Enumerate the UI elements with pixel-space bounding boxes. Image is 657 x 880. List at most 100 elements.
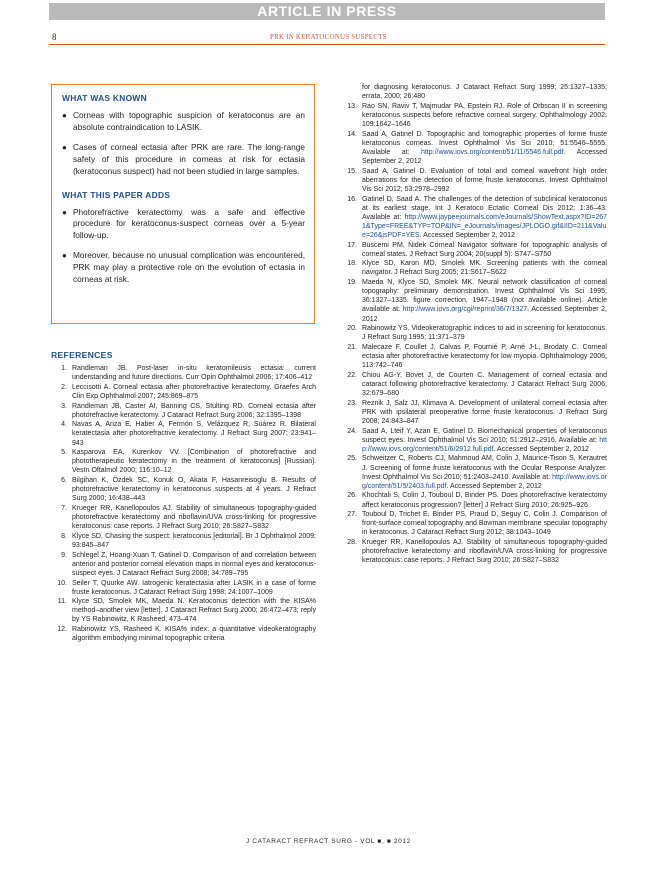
reference-number: 6. <box>61 477 67 485</box>
reference-access-note: . Accessed September 2, 2012 <box>362 148 607 165</box>
reference-item: 25.Schweitzer C, Roberts CJ, Mahmoud AM,… <box>341 454 607 490</box>
reference-item: 14. Saad A, Gatinel D. Topographic and to… <box>341 130 607 166</box>
reference-item: 3. Randleman JB, Caster AI, Banning CS, S… <box>51 402 316 420</box>
reference-number: 5. <box>61 449 67 457</box>
reference-access-note: . Accessed September 2, 2012 <box>362 306 607 323</box>
bullet-icon: ● <box>62 207 67 217</box>
reference-access-note: . Accessed September 2, 2012 <box>419 231 515 239</box>
reference-item: 10. Seiler T, Quurke AW. Iatrogenic kerat… <box>51 579 316 597</box>
journal-footer: J CATARACT REFRACT SURG - VOL ■, ■ 2012 <box>246 838 411 845</box>
reference-number: 22. <box>347 371 357 379</box>
reference-text: Randleman JB, Caster AI, Banning CS, Stu… <box>72 402 316 419</box>
reference-item: 1. Randleman JB. Post-laser in-situ kerat… <box>51 364 316 382</box>
reference-text: Schlegel Z, Hoang-Xuan T, Gatinel D. Com… <box>72 551 316 577</box>
list-item: ●Cases of corneal ectasia after PRK are … <box>62 141 305 176</box>
what-this-paper-adds-list: ●Photorefractive keratectomy was a safe … <box>62 207 305 286</box>
reference-text: Maeda N, Klyce SD, Smolek MK. Neural net… <box>362 279 607 314</box>
what-this-paper-adds-heading: WHAT THIS PAPER ADDS <box>62 189 171 200</box>
reference-text: Navas A, Ariza E, Haber A, Fermón S, Vel… <box>72 421 316 447</box>
what-was-known-heading: WHAT WAS KNOWN <box>62 93 147 103</box>
page-number: 8 <box>52 32 57 42</box>
reference-item: 19. Maeda N, Klyce SD, Smolek MK. Neural … <box>341 278 607 323</box>
reference-item: 6.Bilgihan K, Özdek SC, Konuk O, Akata F… <box>51 476 316 503</box>
reference-number: 9. <box>61 551 67 559</box>
reference-number: 26. <box>347 492 357 500</box>
reference-item: for diagnosing keratoconus. J Cataract R… <box>341 83 607 101</box>
reference-link[interactable]: http://www.iovs.org/cgi/reprint/36/7/132… <box>402 306 528 314</box>
running-head: PRK IN KERATOCONUS SUSPECTS <box>270 33 387 41</box>
article-in-press-banner: ARTICLE IN PRESS <box>49 3 605 20</box>
reference-text: Klyce SD, Karon MD, Smolek MK. Screening… <box>362 260 607 277</box>
reference-number: 12. <box>57 626 67 634</box>
reference-text: Leccisotti A. Corneal ectasia after phot… <box>72 383 316 400</box>
reference-link[interactable]: http://www.iovs.org/content/51/5/2403.fu… <box>362 473 607 490</box>
reference-item: 27.Touboul D, Trichet E, Binder PS, Prau… <box>341 510 607 537</box>
reference-link[interactable]: http://www.jaypeejournals.com/eJournals/… <box>362 213 607 239</box>
reference-text: Rabinowitz YS. Videokeratographic indice… <box>362 325 607 342</box>
reference-access-note: . Accessed September 2, 2012 <box>493 445 589 453</box>
reference-link[interactable]: http://www.iovs.org/content/51/6/2912.fu… <box>362 436 607 453</box>
bullet-icon: ● <box>62 142 67 152</box>
reference-item: 24.Saad A, Lteif Y, Azan E, Gatinel D. B… <box>341 427 607 454</box>
reference-number: 15. <box>347 167 357 175</box>
reference-item: 23. Reznik J, Salz JJ, Klimava A. Develop… <box>341 399 607 426</box>
reference-item: 17. Buscemi PM. Nidek Corneal Navigator s… <box>341 241 607 259</box>
reference-access-note: . Accessed September 2, 2012 <box>446 482 542 490</box>
reference-text: Krueger RR, Kanellopoulos AJ. Stability … <box>72 504 316 531</box>
reference-item: 20. Rabinowitz YS. Videokeratographic ind… <box>341 324 607 342</box>
references-left-column: 1. Randleman JB. Post-laser in-situ kerat… <box>51 364 316 644</box>
reference-text: Reznik J, Salz JJ, Klimava A. Developmen… <box>362 399 607 425</box>
reference-item: 5. Kasparova EA, Kurenkov VV. [Combinatio… <box>51 448 316 475</box>
reference-item: 28. Krueger RR, Kanellopoulos AJ. Stabili… <box>341 538 607 565</box>
reference-text: Touboul D, Trichet E, Binder PS, Praud D… <box>362 511 607 537</box>
list-item: ●Photorefractive keratectomy was a safe … <box>62 206 305 241</box>
reference-text: Malecaze F, Coullet J, Calvas P, Fournié… <box>362 343 607 370</box>
reference-item: 2. Leccisotti A. Corneal ectasia after ph… <box>51 383 316 401</box>
reference-text: Klyce SD. Chasing the suspect: keratocon… <box>72 532 316 549</box>
reference-number: 3. <box>61 402 67 410</box>
reference-item: 15. Saad A, Gatinel D. Evaluation of tota… <box>341 167 607 194</box>
references-right-column: for diagnosing keratoconus. J Cataract R… <box>341 83 607 566</box>
reference-item: 11.Klyce SD, Smolek MK, Maeda N. Keratoc… <box>51 597 316 624</box>
references-heading: REFERENCES <box>51 350 113 360</box>
reference-item: 18. Klyce SD, Karon MD, Smolek MK. Screen… <box>341 259 607 277</box>
reference-text: Gatinel D, Saad A. The challenges of the… <box>362 195 607 221</box>
reference-number: 17. <box>347 241 357 249</box>
reference-number: 14. <box>347 130 357 138</box>
reference-number: 21. <box>347 343 357 351</box>
reference-item: 9. Schlegel Z, Hoang-Xuan T, Gatinel D. C… <box>51 551 316 578</box>
reference-text: Saad A, Lteif Y, Azan E, Gatinel D. Biom… <box>362 427 607 444</box>
reference-number: 1. <box>61 365 67 372</box>
reference-text: Kasparova EA, Kurenkov VV. [Combination … <box>72 449 316 475</box>
list-item: ●Corneas with topographic suspicion of k… <box>62 110 305 132</box>
reference-item: 7. Krueger RR, Kanellopoulos AJ. Stabilit… <box>51 504 316 531</box>
reference-text: Saad A, Gatinel D. Evaluation of total a… <box>362 167 607 193</box>
reference-item: 22.Chiou AG-Y, Bovet J, de Courten C. Ma… <box>341 371 607 398</box>
reference-number: 4. <box>61 421 67 429</box>
reference-text: Seiler T, Quurke AW. Iatrogenic keratect… <box>72 579 316 596</box>
reference-number: 2. <box>61 383 67 391</box>
reference-item: 21. Malecaze F, Coullet J, Calvas P, Four… <box>341 343 607 370</box>
reference-number: 18. <box>347 260 357 268</box>
reference-number: 13. <box>347 102 357 110</box>
reference-text: Buscemi PM. Nidek Corneal Navigator soft… <box>362 241 607 258</box>
header-rule <box>49 44 605 45</box>
reference-number: 23. <box>347 399 357 407</box>
reference-number: 20. <box>347 325 357 333</box>
bullet-icon: ● <box>62 251 67 261</box>
reference-text: Krueger RR, Kanellopoulos AJ. Stability … <box>362 539 607 565</box>
reference-text: Saad A, Gatinel D. Topographic and tomog… <box>362 130 607 156</box>
key-points-box: WHAT WAS KNOWN ●Corneas with topographic… <box>51 84 315 324</box>
reference-number: 11. <box>57 598 67 606</box>
reference-text: Randleman JB. Post-laser in-situ keratom… <box>72 365 316 382</box>
reference-text: Rao SN, Raviv T, Majmudar PA, Epstein RJ… <box>362 102 607 128</box>
reference-number: 7. <box>61 504 67 512</box>
reference-number: 28. <box>347 539 357 547</box>
list-item: ●Moreover, because no unusual complicati… <box>62 250 305 285</box>
reference-link[interactable]: http://www.iovs.org/content/51/11/5546.f… <box>420 148 564 156</box>
reference-number: 19. <box>347 279 357 287</box>
reference-text: Rabinowitz YS, Rasheed K. KISA% index: a… <box>72 626 316 643</box>
reference-item: 16.Gatinel D, Saad A. The challenges of … <box>341 195 607 240</box>
reference-number: 10. <box>57 579 67 587</box>
reference-item: 4. Navas A, Ariza E, Haber A, Fermón S, V… <box>51 420 316 447</box>
